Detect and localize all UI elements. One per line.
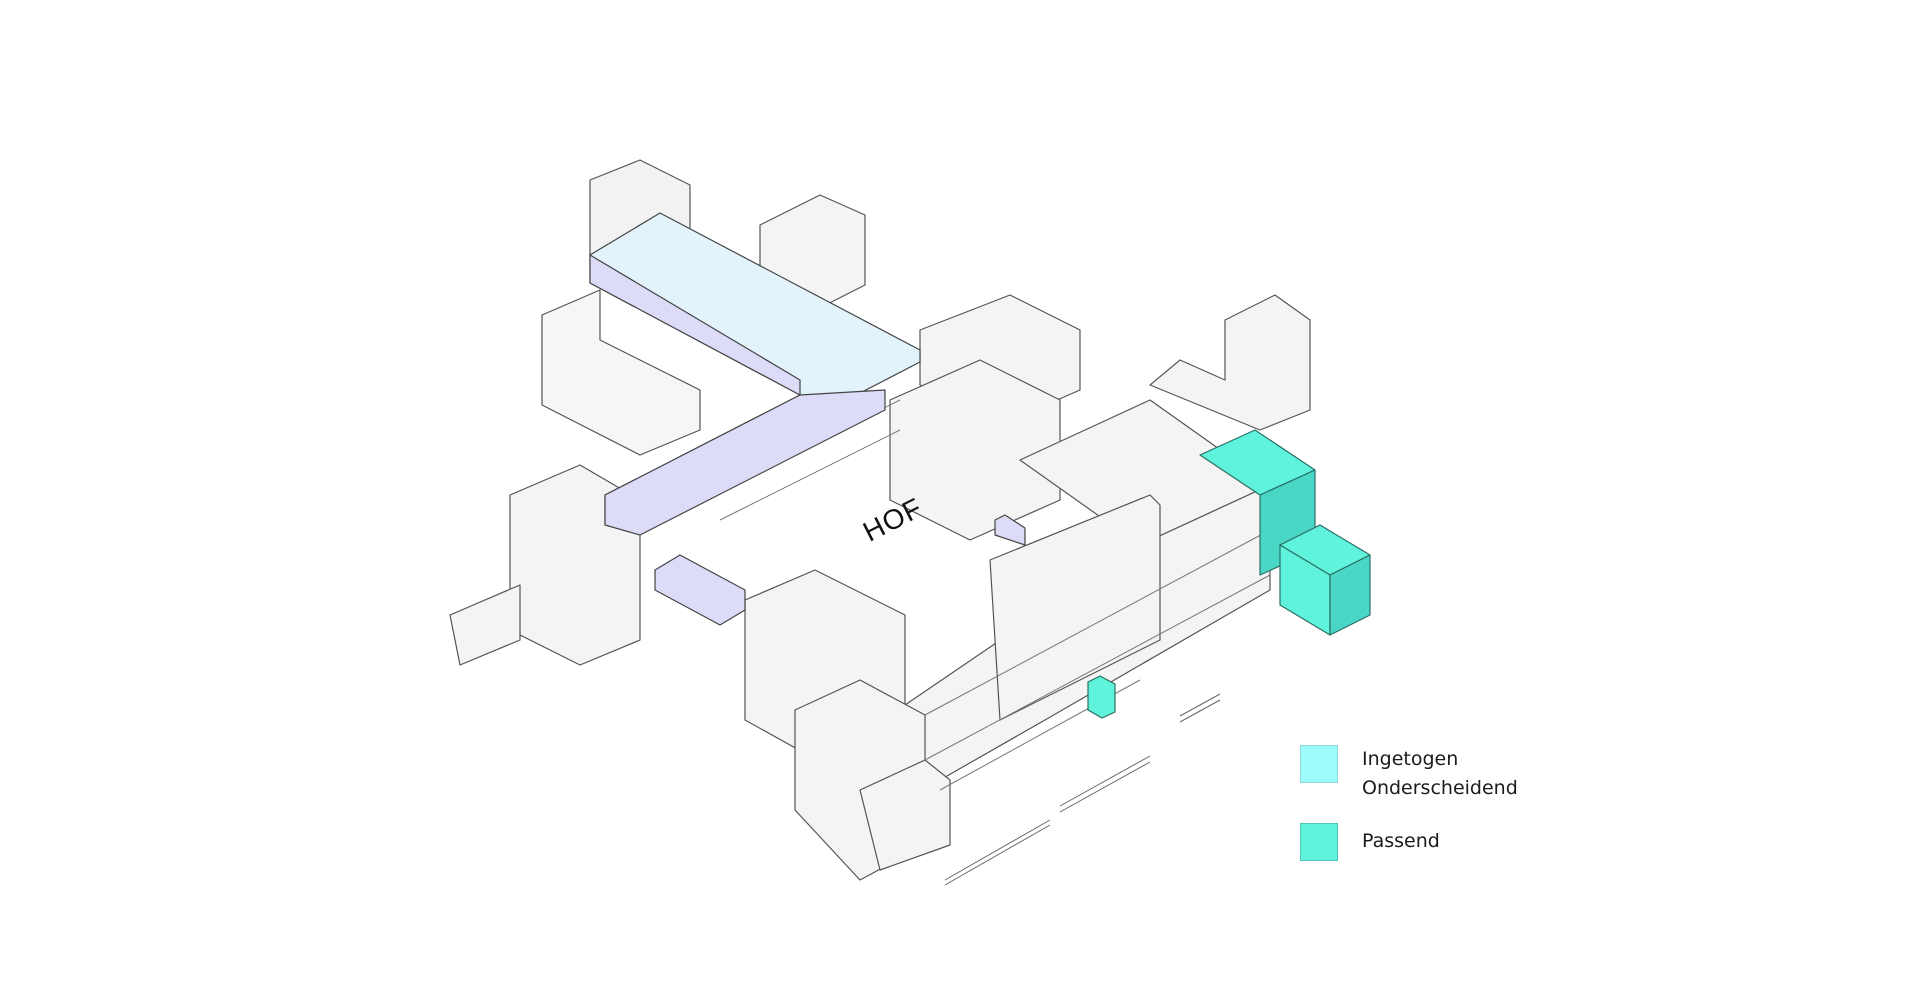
legend-label-ingetogen: Ingetogen: [1362, 748, 1459, 770]
corner-tower: [859, 759, 951, 871]
front-building-centre: [989, 494, 1161, 721]
right-houses: [1149, 294, 1311, 431]
legend-item-passend: Passend: [1300, 823, 1440, 861]
legend-item-ingetogen: Ingetogen Onderscheidend: [1300, 745, 1518, 803]
new-volume-lower-side: [1329, 554, 1371, 636]
central-pavilion: [889, 359, 1061, 541]
legend-swatch-passend: [1300, 823, 1338, 861]
l-roof-front: [604, 389, 886, 536]
left-gate: [449, 584, 521, 666]
legend-label-onderscheidend: Onderscheidend: [1362, 777, 1518, 799]
court-roof-strip: [994, 514, 1026, 546]
entrance-volume: [1087, 675, 1116, 719]
fence-1: [944, 824, 1051, 886]
fence-3: [1179, 699, 1221, 723]
legend-swatch-ingetogen: [1300, 745, 1338, 783]
fence-2: [1059, 761, 1151, 813]
left-low-wing: [541, 289, 701, 456]
lower-roof-strip: [654, 554, 746, 626]
legend-label-passend: Passend: [1362, 830, 1440, 852]
